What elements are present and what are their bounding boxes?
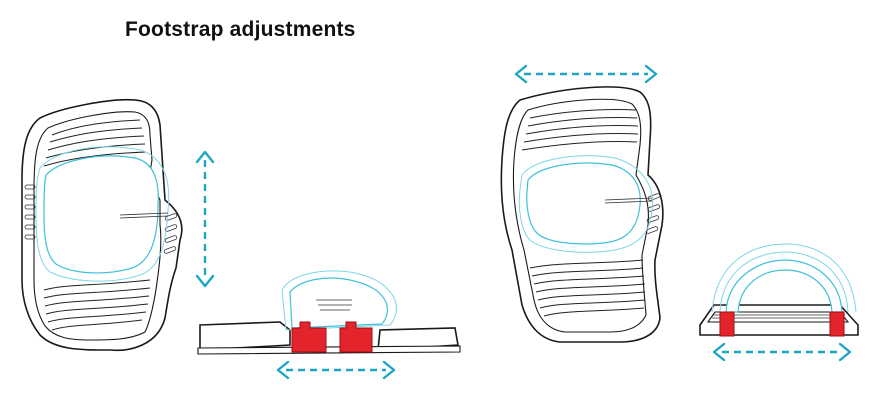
right-strap-top-view — [526, 162, 641, 245]
right-pad-front-view — [699, 243, 859, 337]
left-pad-tread-top — [43, 119, 147, 167]
right-pad-tread-bottom — [529, 259, 646, 317]
right-pad-tread-top — [521, 108, 639, 151]
right-pad-slots — [645, 193, 661, 234]
horizontal-adjust-arrow-front — [712, 342, 852, 362]
left-pad-slots-left — [24, 184, 36, 240]
left-strap-top-view — [43, 155, 159, 274]
front-left-red-insert — [719, 311, 735, 337]
right-pad-top-view — [500, 86, 664, 343]
diagram-title: Footstrap adjustments — [125, 18, 356, 41]
vertical-adjust-arrow — [195, 150, 215, 288]
left-red-insert — [291, 321, 327, 353]
left-pad-side-view — [197, 270, 461, 355]
horizontal-adjust-arrow-side — [276, 360, 396, 380]
front-right-red-insert — [829, 311, 845, 337]
left-pad-tread-bottom — [43, 279, 151, 331]
right-red-insert — [339, 321, 373, 353]
left-strap-side-view — [289, 277, 388, 329]
left-pad-slots-right — [163, 213, 178, 254]
horizontal-adjust-arrow-top — [514, 64, 658, 84]
left-pad-top-view — [21, 98, 183, 352]
